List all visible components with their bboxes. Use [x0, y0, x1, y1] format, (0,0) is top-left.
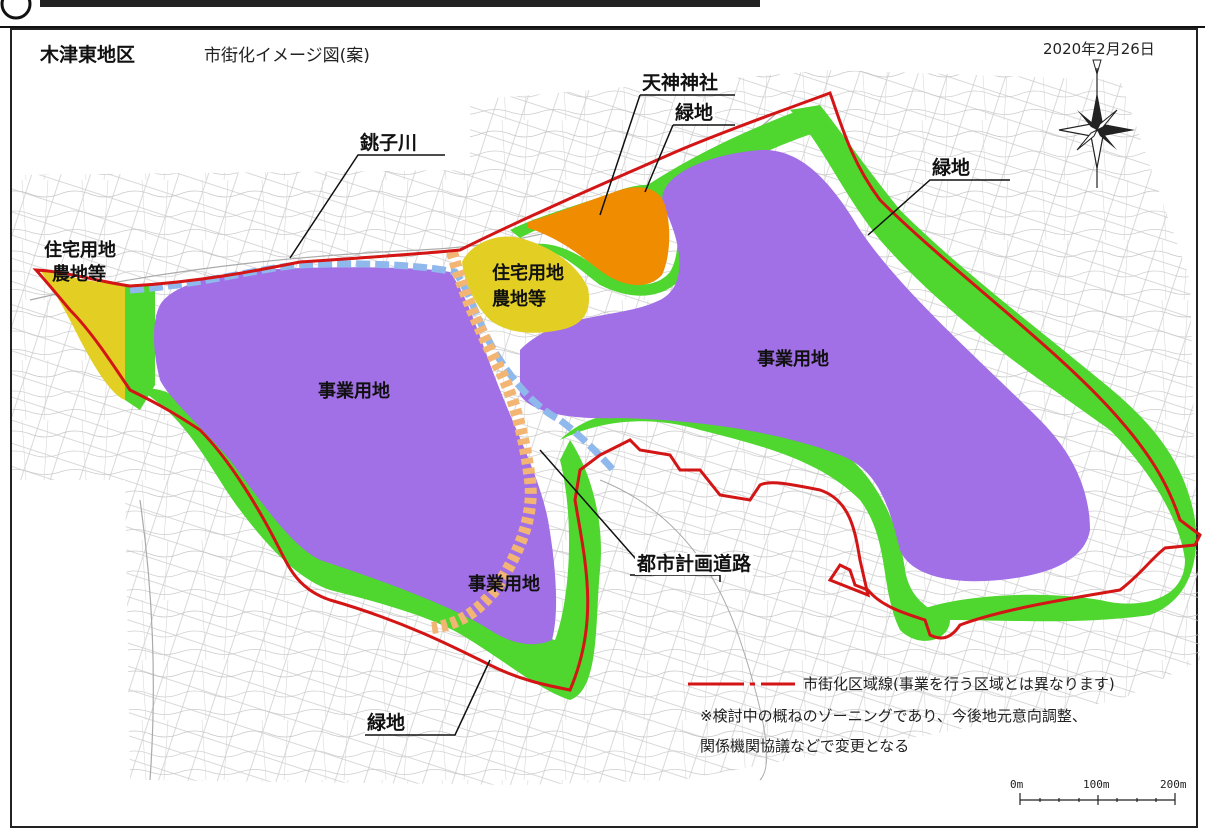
green-zone-east — [790, 105, 1197, 622]
label-city-road: 都市計画道路 — [635, 553, 754, 575]
label-green-bottom: 緑地 — [365, 712, 408, 734]
label-business-left: 事業用地 — [318, 381, 390, 402]
label-residential-left-2: 農地等 — [52, 264, 106, 285]
green-zone-south-east — [560, 410, 950, 641]
area-name-title: 木津東地区 — [40, 44, 136, 66]
scale-tick-200: 200m — [1160, 778, 1187, 791]
green-zone-shrine-ring — [510, 184, 688, 296]
label-residential-center-1: 住宅用地 — [492, 263, 564, 284]
shrine-zone — [528, 187, 670, 286]
map-date: 2020年2月26日 — [1043, 40, 1155, 58]
scale-tick-0: 0m — [1010, 778, 1024, 791]
label-business-bottom: 事業用地 — [468, 574, 540, 595]
label-business-right: 事業用地 — [757, 349, 829, 370]
residential-zone-center — [462, 236, 590, 333]
legend-note-line-1: ※検討中の概ねのゾーニングであり、今後地元意向調整、 — [700, 707, 1087, 725]
leader-lines — [289, 94, 1010, 736]
residential-zone-west — [40, 270, 125, 400]
city-planning-road-line — [431, 250, 537, 634]
label-residential-center-2: 農地等 — [492, 289, 546, 310]
label-green-right: 緑地 — [930, 157, 973, 179]
label-river: 銚子川 — [358, 132, 420, 154]
green-zone-west — [125, 285, 155, 410]
legend-note-line-2: 関係機関協議などで変更となる — [700, 737, 910, 755]
urbanization-boundary-line — [32, 91, 1202, 692]
compass-icon — [1058, 59, 1135, 188]
business-zone-east — [520, 149, 1090, 582]
cropped-heading-strip — [0, 0, 1205, 30]
label-green-top: 緑地 — [673, 102, 716, 124]
residential-zones — [40, 236, 590, 400]
map-caption: 市街化イメージ図(案) — [204, 46, 370, 66]
label-residential-left-1: 住宅用地 — [44, 240, 116, 261]
scale-bar — [1019, 793, 1176, 805]
label-shrine: 天神神社 — [640, 72, 721, 94]
business-zones — [154, 149, 1090, 645]
legend-boundary-text: 市街化区域線(事業を行う区域とは異なります) — [803, 675, 1115, 693]
scale-tick-100: 100m — [1083, 778, 1110, 791]
business-zone-west — [154, 267, 557, 645]
